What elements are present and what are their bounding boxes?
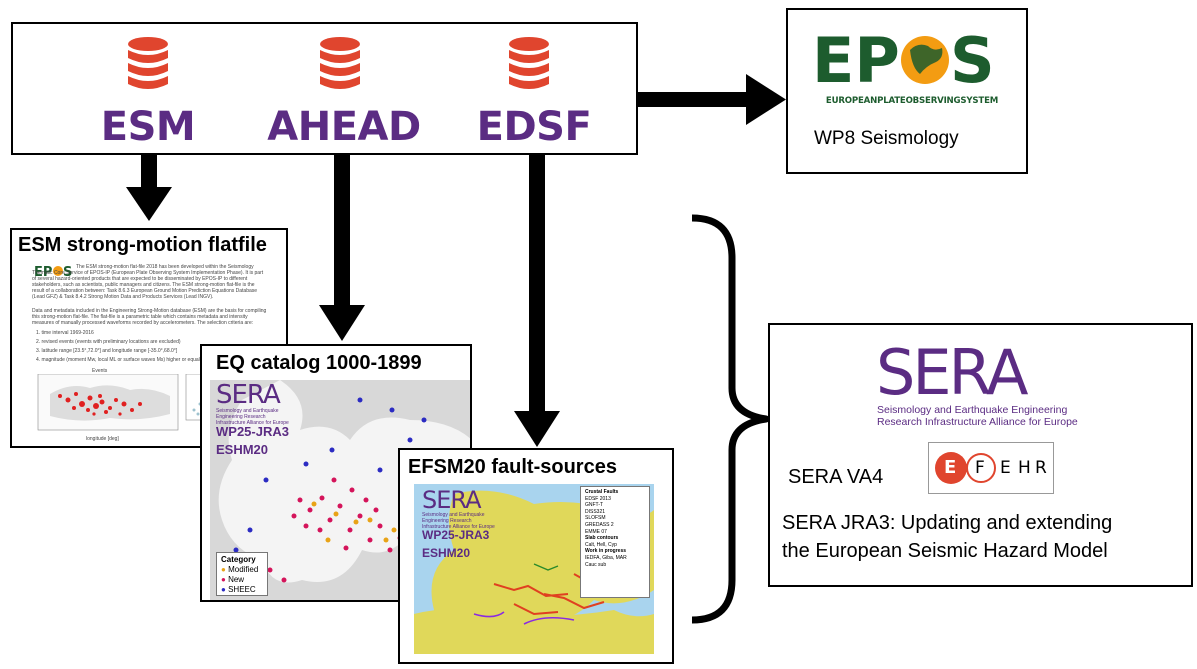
sera-main-sub-2: Research Infrastructure Alliance for Eur… xyxy=(877,416,1078,428)
efehr-letter-2: F xyxy=(975,458,985,478)
epos-logo-graphic: EP S xyxy=(812,24,995,97)
database-icon xyxy=(128,37,168,89)
eq-legend-label: Modified xyxy=(228,565,259,574)
efsm-fault-sources-panel: EFSM20 fault-sources SERA Seismology and… xyxy=(398,448,674,664)
eq-legend-title: Category xyxy=(221,555,256,564)
efehr-letter-5: R xyxy=(1035,458,1047,478)
sheec-marker-icon: ● xyxy=(221,585,226,594)
eq-eshm-label: ESHM20 xyxy=(216,442,269,457)
efsm-legend-item: Calt, Hell, Cyp xyxy=(585,541,617,548)
esm-criteria-4: 4. magnitude (moment Mw, local ML or sur… xyxy=(36,357,211,363)
eq-wp-label: WP25-JRA3 xyxy=(216,424,289,439)
arrow-to-epos xyxy=(638,74,786,125)
panel-title-efsm: EFSM20 fault-sources xyxy=(408,456,617,478)
efsm-sera-sub: Seismology and Earthquake Engineering Re… xyxy=(422,512,495,530)
efsm-legend-sub1: Slab contours xyxy=(585,535,619,542)
panel-title-eq: EQ catalog 1000-1899 xyxy=(216,352,422,374)
esm-criteria-2: 2. revised events (events with prelimina… xyxy=(36,339,181,345)
esm-criteria-1: 1. time interval 1969-2016 xyxy=(36,330,94,336)
arrow-edsf-down xyxy=(514,155,560,447)
efsm-legend: Crustal Faults EDSF 2013 GNFT-T DISS321 … xyxy=(580,486,650,598)
panel-title-esm: ESM strong-motion flatfile xyxy=(18,234,267,256)
database-icon xyxy=(509,37,549,89)
svg-text:EP: EP xyxy=(34,265,52,278)
eq-legend-item-sheec: ● SHEEC xyxy=(221,585,263,595)
eq-legend: Category ● Modified ● New ● SHEEC xyxy=(216,552,268,596)
esm-doc-text-2: Data and metadata included in the Engine… xyxy=(32,308,267,326)
sera-main-logo: SERA xyxy=(876,336,1029,409)
epos-box xyxy=(786,8,1028,174)
efsm-legend-item: EDSF 2013 xyxy=(585,495,611,502)
esm-events-map xyxy=(37,374,179,431)
efsm-legend-item: Cauc sub xyxy=(585,561,607,568)
arrow-esm-down xyxy=(126,155,172,221)
efsm-legend-item: EMME 07 xyxy=(585,528,607,535)
eq-legend-label: New xyxy=(228,575,245,584)
sera-jra3-line-1: SERA JRA3: Updating and extending xyxy=(782,512,1113,534)
efehr-letter-4: H xyxy=(1018,458,1031,478)
eq-legend-item-modified: ● Modified xyxy=(221,565,263,575)
esm-doc-text: The ESM strong-motion flat-file 2018 has… xyxy=(32,264,264,300)
efehr-logo: E F E H R xyxy=(928,442,1054,494)
efsm-legend-item: GREDASS 2 xyxy=(585,521,614,528)
esm-criteria-3: 3. latitude range [23.5°,72.0°] and long… xyxy=(36,348,178,354)
database-label-edsf: EDSF xyxy=(476,104,592,150)
epos-mini-logo: EP S xyxy=(34,265,72,278)
eq-legend-item-new: ● New xyxy=(221,575,263,585)
database-label-esm: ESM xyxy=(100,104,196,150)
eq-sera-sub: Seismology and Earthquake Engineering Re… xyxy=(216,408,289,426)
eq-legend-label: SHEEC xyxy=(228,585,256,594)
new-marker-icon: ● xyxy=(221,575,226,584)
efsm-sera-logo: SERA xyxy=(422,486,482,514)
esm-plot-title: Events xyxy=(92,368,108,374)
sera-main-sub-1: Seismology and Earthquake Engineering xyxy=(877,404,1068,416)
efsm-wp-label: WP25-JRA3 xyxy=(422,528,490,542)
epos-caption: WP8 Seismology xyxy=(814,128,959,149)
efsm-legend-item: IEDFA, Giba, MAR xyxy=(585,554,627,561)
curly-brace xyxy=(691,214,770,624)
arrow-ahead-down xyxy=(319,155,365,341)
eq-sera-logo: SERA xyxy=(216,380,281,410)
efsm-legend-sub2: Work in progress xyxy=(585,548,627,555)
efehr-letter-3: E xyxy=(1000,458,1011,478)
efsm-eshm-label: ESHM20 xyxy=(422,546,471,560)
sera-va4-label: SERA VA4 xyxy=(788,466,884,488)
svg-text:S: S xyxy=(63,265,72,278)
efsm-legend-item: GNFT-T xyxy=(585,502,604,509)
epos-logo: EP S xyxy=(812,22,1012,102)
sera-jra3-line-2: the European Seismic Hazard Model xyxy=(782,540,1108,562)
modified-marker-icon: ● xyxy=(221,565,226,574)
database-label-ahead: AHEAD xyxy=(267,104,421,150)
svg-text:EP: EP xyxy=(812,24,900,97)
svg-text:S: S xyxy=(950,24,995,97)
database-icon xyxy=(320,37,360,89)
efehr-logo-graphic xyxy=(935,452,996,484)
efehr-letter-1: E xyxy=(944,457,957,478)
epos-subtitle: EUROPEANPLATEOBSERVINGSYSTEM xyxy=(825,96,999,106)
esm-xlabel: longitude [deg] xyxy=(86,436,119,442)
efsm-legend-item: SLOFSM xyxy=(585,515,606,522)
efsm-legend-item: DISS321 xyxy=(585,508,606,515)
efsm-legend-title: Crustal Faults xyxy=(585,489,619,495)
